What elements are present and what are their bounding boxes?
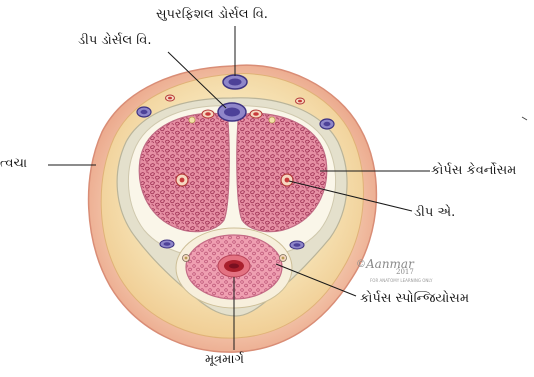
vessel-lower-right-small (280, 255, 287, 262)
superficial-artery-left-upper (166, 95, 175, 101)
dorsal-nerve-left (189, 117, 195, 123)
dorsal-artery-left (202, 110, 214, 118)
vein-lower-right (290, 241, 304, 249)
edge-mark (522, 117, 527, 120)
signature-copyright: © (356, 259, 366, 270)
signature-year: 2017 (396, 268, 414, 276)
superficial-vein-right-upper (320, 119, 334, 129)
superficial-vein-left-upper (137, 107, 151, 117)
label-urethra: મૂત્રમાર્ગ (205, 352, 244, 368)
urethra (218, 255, 250, 277)
deep-artery-left (176, 174, 188, 186)
artist-signature: © Aanmar 2017 FOR ANATOMY LEARNING ONLY (356, 257, 426, 285)
deep-dorsal-vein (218, 103, 246, 121)
label-superficial-dorsal-vein: સુપરફિશલ ડોર્સલ વિ. (156, 7, 268, 23)
label-corpus-spongiosum: કોર્પસ સ્પોન્જિયોસમ (360, 291, 469, 307)
label-corpus-cavernosum: કોર્પસ કેવર્નોસમ (431, 163, 516, 179)
label-skin: ત્વચા (0, 156, 27, 172)
label-deep-artery: ડીપ એ. (414, 205, 455, 221)
vein-lower-left (160, 240, 174, 248)
dorsal-nerve-right (269, 117, 275, 123)
signature-fine-print: FOR ANATOMY LEARNING ONLY (370, 278, 433, 283)
deep-artery-right (281, 174, 293, 186)
superficial-artery-right-upper (296, 98, 305, 104)
dorsal-artery-right (250, 110, 262, 118)
vessel-lower-left-small (183, 255, 190, 262)
label-deep-dorsal-vein: ડીપ ડોર્સલ વિ. (78, 33, 151, 49)
superficial-dorsal-vein (223, 75, 247, 89)
